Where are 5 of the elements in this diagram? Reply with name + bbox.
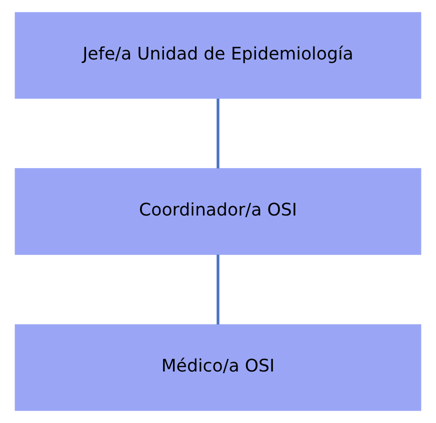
connector (216, 98, 220, 168)
connector (216, 254, 220, 324)
node-box: Jefe/a Unidad de Epidemiología (14, 12, 422, 99)
node-box: Coordinador/a OSI (14, 168, 422, 255)
node-box: Médico/a OSI (14, 324, 422, 411)
